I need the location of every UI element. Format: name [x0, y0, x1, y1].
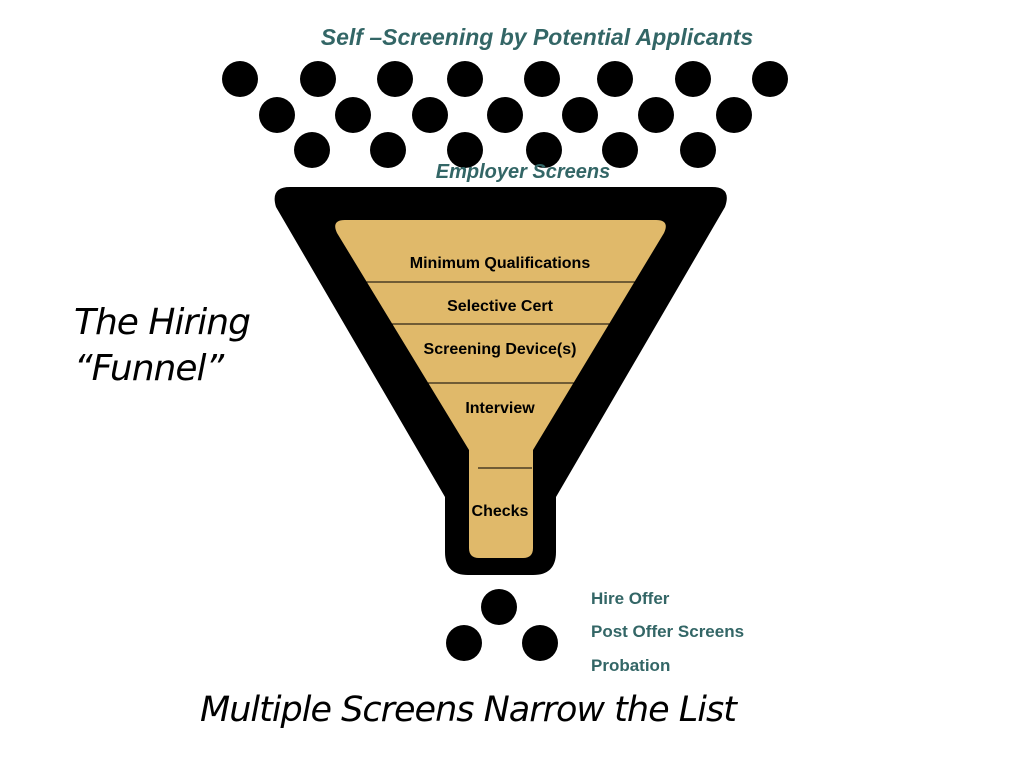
hiring-label-line1: The Hiring	[74, 302, 251, 343]
applicant-dot	[222, 61, 258, 97]
applicant-dot	[335, 97, 371, 133]
stage-screening-devices: Screening Device(s)	[423, 341, 577, 358]
stage-checks: Checks	[471, 503, 529, 520]
stage-interview: Interview	[465, 400, 535, 417]
hired-dot	[446, 625, 482, 661]
hiring-funnel-label: The Hiring “Funnel”	[74, 300, 251, 392]
applicant-dot	[680, 132, 716, 168]
funnel-inner	[335, 220, 666, 558]
applicant-dot	[638, 97, 674, 133]
applicant-dot	[377, 61, 413, 97]
hiring-label-line2: “Funnel”	[74, 348, 224, 389]
applicant-dot	[675, 61, 711, 97]
applicant-dot	[487, 97, 523, 133]
applicant-dot	[294, 132, 330, 168]
applicant-dot	[562, 97, 598, 133]
applicant-dot	[752, 61, 788, 97]
applicant-dot	[597, 61, 633, 97]
stage-minimum-qualifications: Minimum Qualifications	[409, 255, 591, 272]
stage-selective-cert: Selective Cert	[447, 298, 553, 315]
outcome-post-offer-screens: Post Offer Screens	[591, 622, 745, 641]
applicant-dot	[716, 97, 752, 133]
outcome-hire-offer: Hire Offer	[591, 589, 670, 608]
applicant-dot	[447, 132, 483, 168]
applicant-dot	[526, 132, 562, 168]
self-screening-title: Self –Screening by Potential Applicants	[320, 24, 754, 50]
applicant-dot	[412, 97, 448, 133]
diagram-caption: Multiple Screens Narrow the List	[200, 690, 737, 730]
employer-screens-title: Employer Screens	[435, 161, 611, 183]
applicant-dot	[524, 61, 560, 97]
applicant-dot	[300, 61, 336, 97]
stage-dividers	[366, 281, 640, 469]
hired-dot	[522, 625, 558, 661]
applicant-dot	[447, 61, 483, 97]
outcome-probation: Probation	[591, 656, 671, 675]
hired-dot	[481, 589, 517, 625]
applicant-dot	[259, 97, 295, 133]
applicant-dot	[602, 132, 638, 168]
applicant-dots-top	[222, 61, 788, 168]
hired-dots	[446, 589, 558, 661]
applicant-dot	[370, 132, 406, 168]
